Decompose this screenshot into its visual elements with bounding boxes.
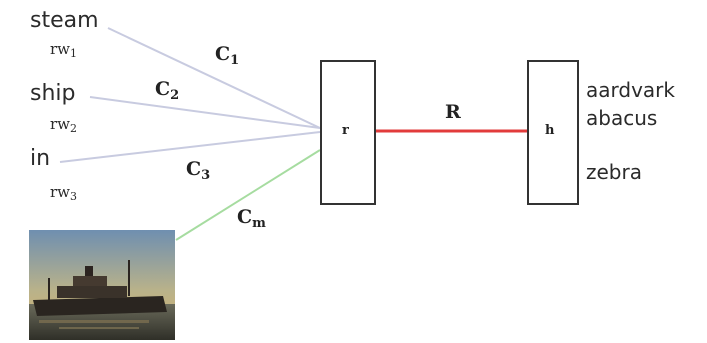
ship-photo-image <box>29 230 175 340</box>
context-label-c3: C3 <box>186 160 210 182</box>
word-ship-representation: rw2 <box>50 117 77 134</box>
word-steam: steam <box>30 10 99 32</box>
relation-label: R <box>445 103 461 122</box>
context-label-c1: C1 <box>215 45 239 67</box>
word-ship: ship <box>30 83 75 105</box>
word-representation-label: h <box>545 124 554 137</box>
vocab-word-zebra: zebra <box>586 162 642 182</box>
context-label-cm: Cm <box>237 208 266 230</box>
vocab-word-abacus: abacus <box>586 108 657 128</box>
word-steam-representation: rw1 <box>50 42 77 59</box>
context-representation-label: r <box>342 124 349 137</box>
context-label-c2: C2 <box>155 80 179 102</box>
word-in-representation: rw3 <box>50 185 77 202</box>
word-in: in <box>30 148 50 170</box>
vocab-word-aardvark: aardvark <box>586 80 675 100</box>
ship-photo <box>29 230 175 340</box>
